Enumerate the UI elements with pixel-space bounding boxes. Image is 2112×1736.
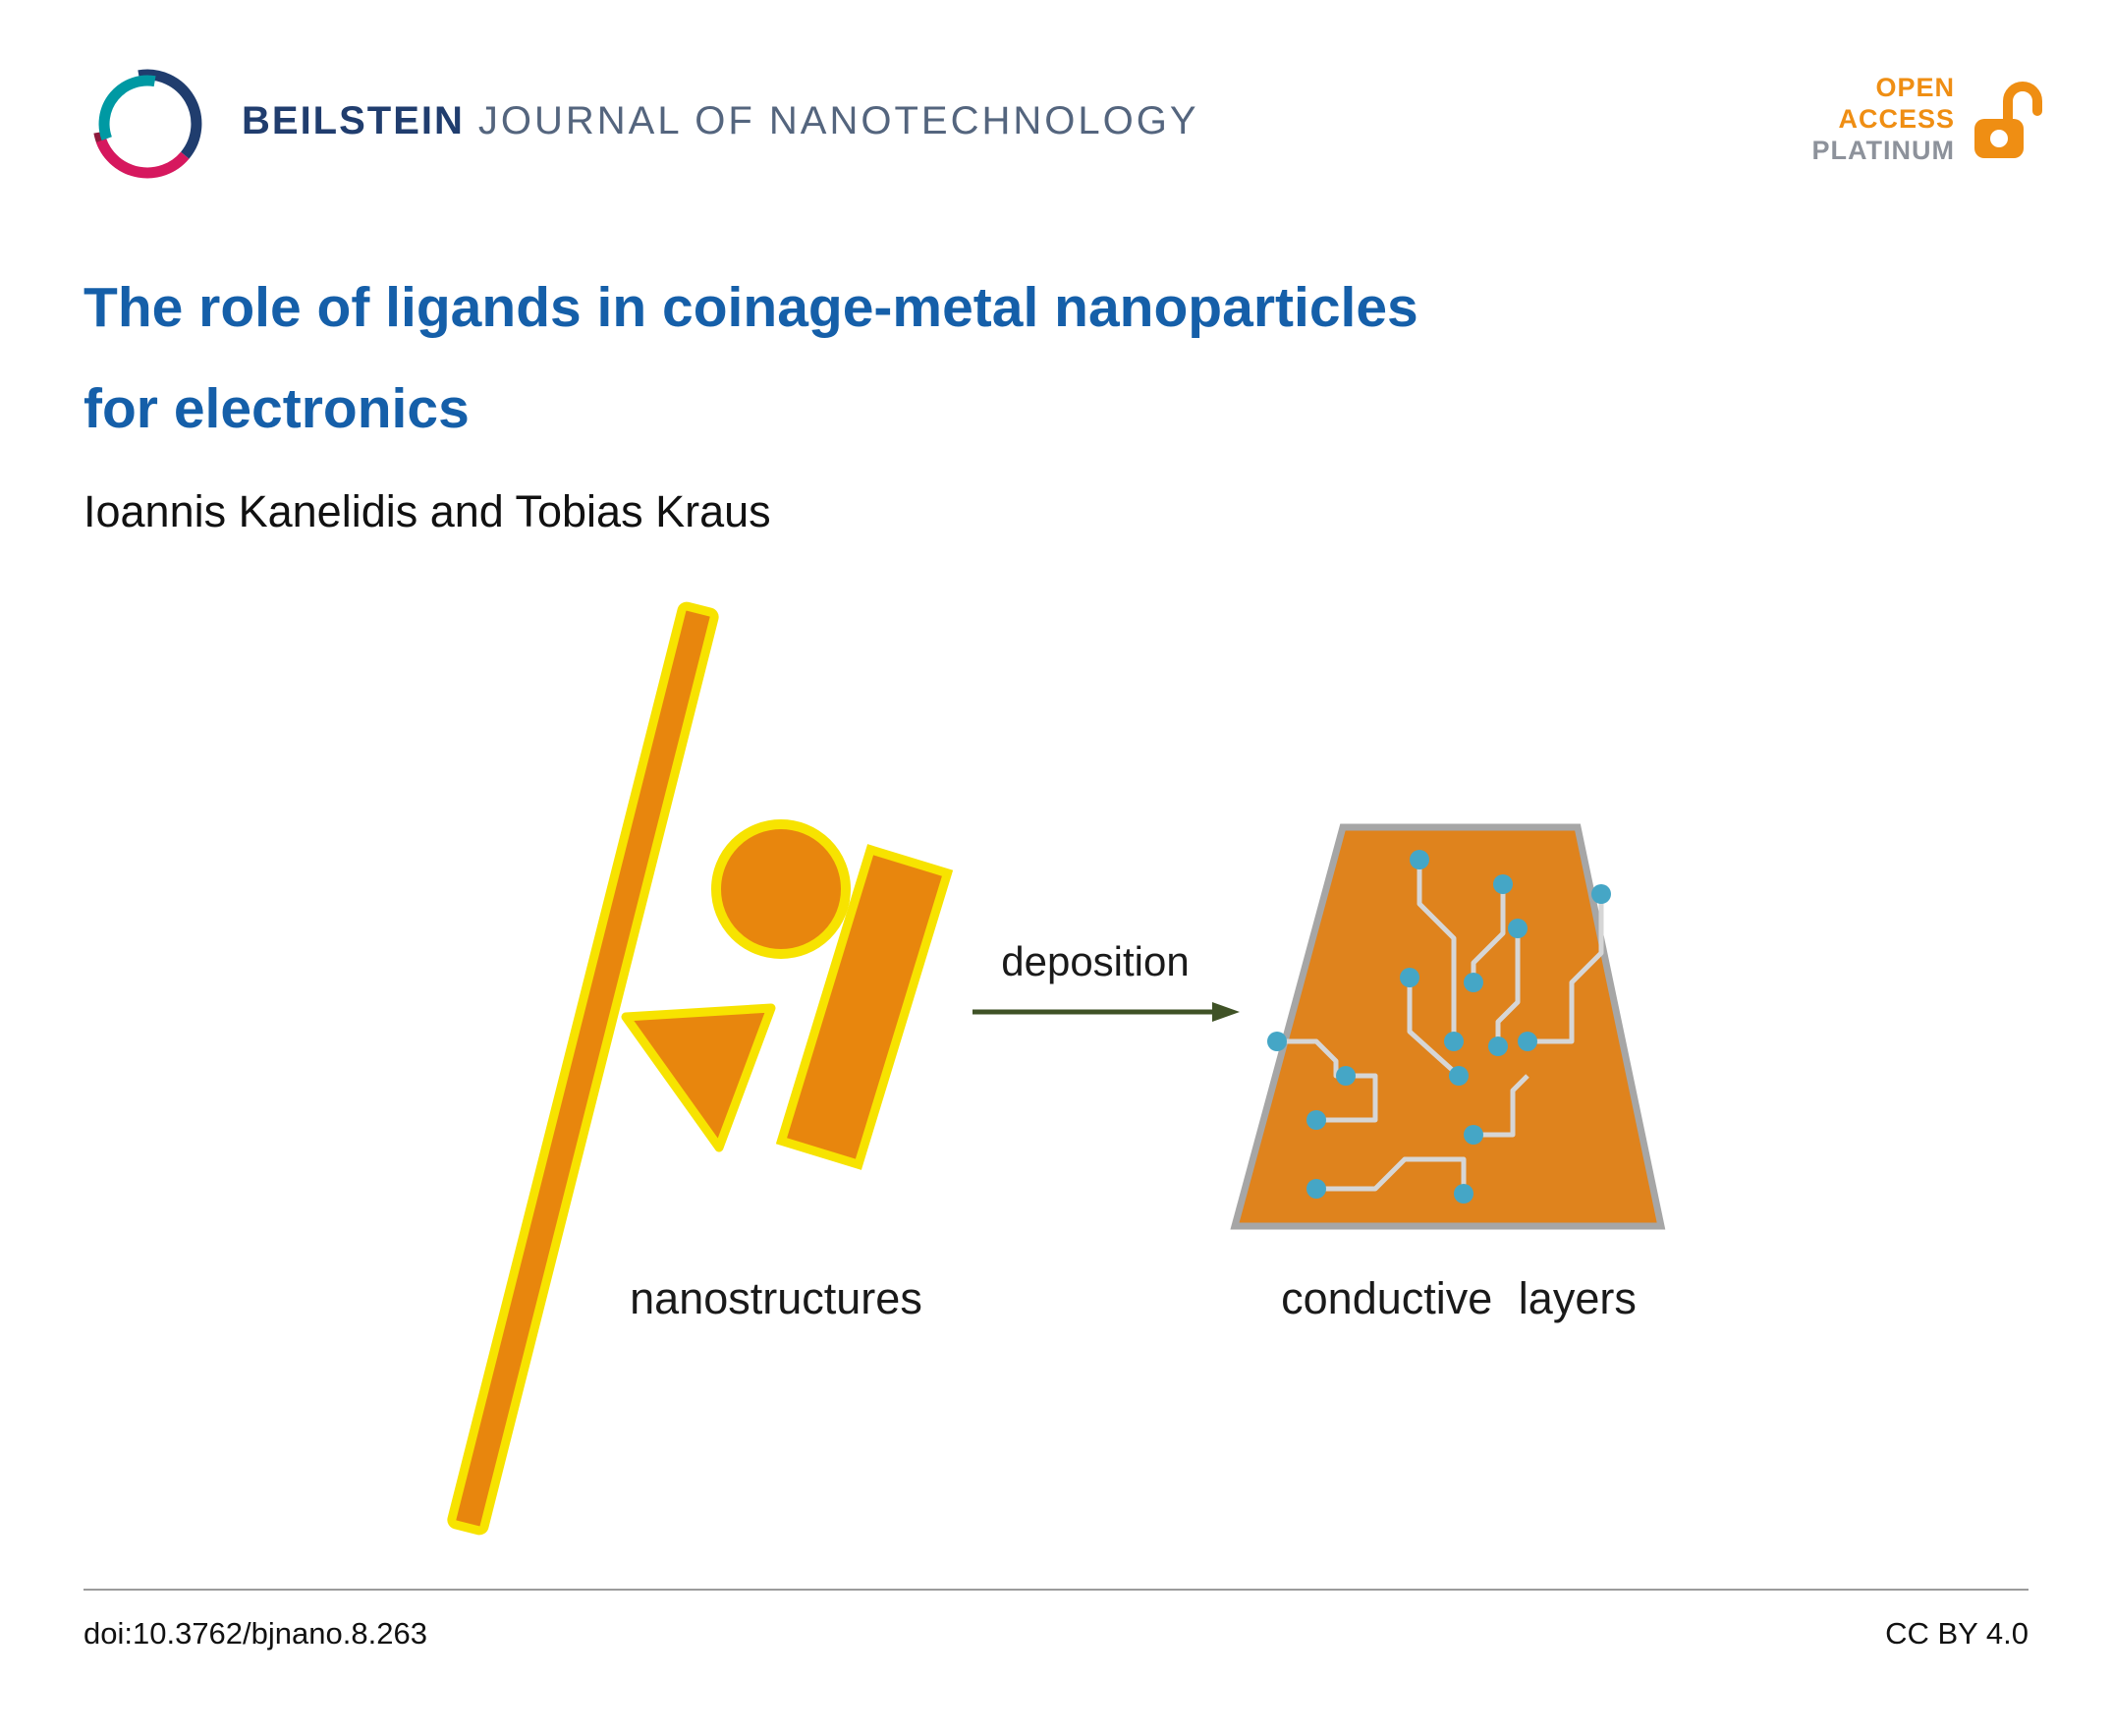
deposition-label: deposition — [1001, 938, 1190, 984]
open-access-line1: OPEN — [1875, 73, 1955, 102]
nanosphere-shape — [711, 819, 851, 959]
circuit-traces — [1277, 860, 1604, 1194]
circuit-dots — [1267, 850, 1611, 1204]
graphical-abstract-figure — [447, 601, 1666, 1536]
article-title-line2: for electronics — [83, 376, 470, 440]
journal-name-rest: JOURNAL OF NANOTECHNOLOGY — [477, 98, 1199, 142]
license-text: CC BY 4.0 — [1885, 1616, 2029, 1651]
footer-divider — [83, 1589, 2029, 1591]
nanotriangle-shape — [621, 1003, 776, 1152]
journal-name: BEILSTEIN JOURNAL OF NANOTECHNOLOGY — [242, 99, 1199, 143]
journal-name-bold: BEILSTEIN — [242, 98, 465, 142]
substrate-shape — [1230, 823, 1666, 1230]
nanobar-shape — [775, 844, 954, 1170]
deposition-arrowhead-icon — [1212, 1002, 1240, 1022]
doi-text: doi:10.3762/bjnano.8.263 — [83, 1616, 427, 1651]
article-authors: Ioannis Kanelidis and Tobias Kraus — [83, 486, 771, 536]
open-access-badge: OPEN ACCESS PLATINUM — [1812, 73, 2053, 167]
article-title: The role of ligands in coinage-metal nan… — [83, 257, 1418, 459]
nanorod-shape — [447, 601, 719, 1536]
nanostructures-label: nanostructures — [630, 1273, 922, 1323]
beilstein-logo-icon — [93, 69, 202, 179]
journal-header: BEILSTEIN JOURNAL OF NANOTECHNOLOGY — [86, 47, 1199, 195]
open-access-line2: ACCESS — [1838, 103, 1955, 134]
article-title-line1: The role of ligands in coinage-metal nan… — [83, 276, 1418, 339]
open-lock-icon — [1974, 81, 2042, 158]
open-access-text: OPEN ACCESS PLATINUM — [1812, 73, 1955, 167]
open-access-line3: PLATINUM — [1811, 135, 1955, 165]
conductive-layers-label: conductive layers — [1281, 1273, 1637, 1323]
